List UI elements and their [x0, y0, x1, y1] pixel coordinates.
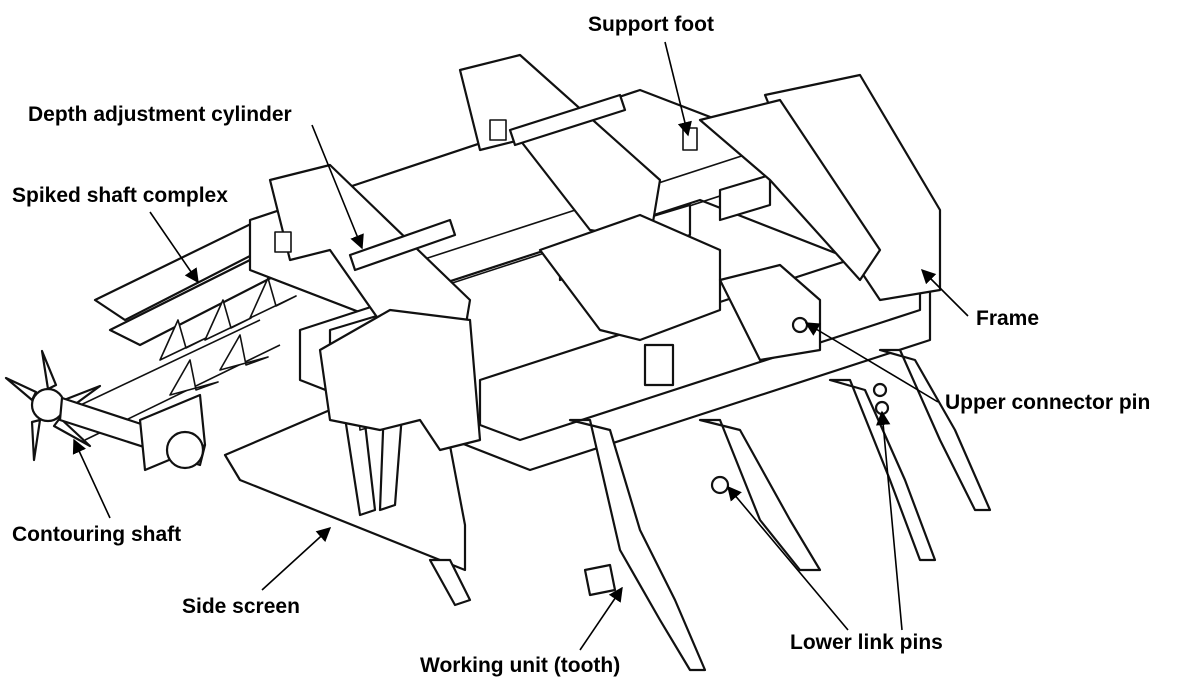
label-contouring-shaft: Contouring shaft [12, 523, 182, 546]
depth-cylinder-drawing [268, 53, 662, 362]
leader-lines [72, 41, 969, 651]
leader-depth-cylinder [311, 124, 364, 250]
label-lower-link-pins: Lower link pins [790, 631, 943, 654]
working-units-drawing [428, 348, 992, 672]
label-spiked-shaft-complex: Spiked shaft complex [12, 184, 228, 207]
contouring-shaft-drawing [4, 349, 207, 472]
leader-frame [920, 268, 969, 317]
leader-upper-pin [804, 322, 939, 403]
leader-support-foot [664, 41, 692, 137]
leader-side-screen [261, 527, 332, 591]
label-upper-connector-pin: Upper connector pin [945, 391, 1151, 414]
label-side-screen: Side screen [182, 595, 300, 618]
leader-lower-pin-1 [727, 485, 849, 631]
leader-spiked-shaft [149, 211, 199, 284]
leader-working-unit [579, 586, 623, 651]
leader-lower-pin-2 [876, 410, 903, 631]
label-working-unit: Working unit (tooth) [420, 654, 621, 677]
label-support-foot: Support foot [588, 13, 714, 36]
label-frame: Frame [976, 307, 1040, 330]
side-plates-drawing [318, 213, 822, 452]
label-depth-adjustment-cylinder: Depth adjustment cylinder [28, 103, 292, 126]
leader-contouring-shaft [72, 438, 111, 519]
